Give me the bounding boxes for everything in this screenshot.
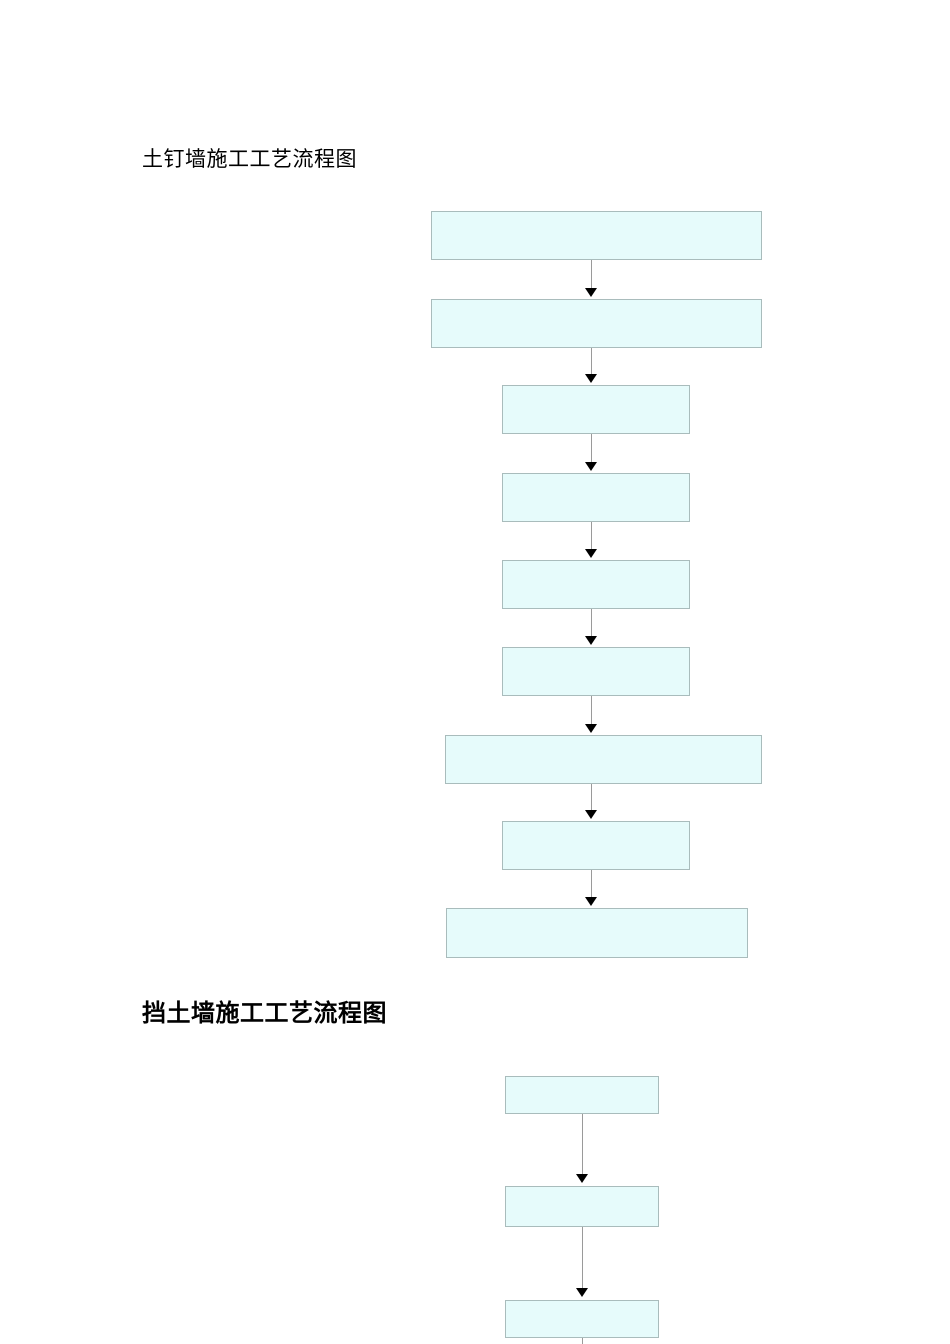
flow-node[interactable] xyxy=(505,1300,659,1338)
arrow-down-icon xyxy=(585,636,597,645)
arrow-down-icon xyxy=(585,462,597,471)
arrow-down-icon xyxy=(576,1288,588,1297)
flow-connector xyxy=(591,260,592,290)
flow-node[interactable] xyxy=(502,821,690,870)
flow-node[interactable] xyxy=(502,647,690,696)
arrow-down-icon xyxy=(585,810,597,819)
page-title-retaining-wall: 挡土墙施工工艺流程图 xyxy=(142,999,387,1027)
flow-connector xyxy=(582,1227,583,1289)
flow-node[interactable] xyxy=(431,211,762,260)
flow-connector xyxy=(582,1114,583,1176)
flow-connector xyxy=(591,434,592,464)
flow-connector xyxy=(591,522,592,551)
flow-node[interactable] xyxy=(502,473,690,522)
arrow-down-icon xyxy=(576,1174,588,1183)
flow-node[interactable] xyxy=(502,560,690,609)
flow-node[interactable] xyxy=(446,908,748,958)
flow-node[interactable] xyxy=(502,385,690,434)
flow-connector xyxy=(582,1338,583,1344)
flow-connector xyxy=(591,870,592,899)
flow-connector xyxy=(591,784,592,812)
flow-node[interactable] xyxy=(505,1186,659,1227)
flow-node[interactable] xyxy=(505,1076,659,1114)
flow-connector xyxy=(591,609,592,638)
arrow-down-icon xyxy=(585,374,597,383)
arrow-down-icon xyxy=(585,549,597,558)
flow-node[interactable] xyxy=(431,299,762,348)
arrow-down-icon xyxy=(585,288,597,297)
flow-connector xyxy=(591,696,592,726)
page-title-soil-nail-wall: 土钉墙施工工艺流程图 xyxy=(142,147,357,171)
flow-connector xyxy=(591,348,592,376)
flow-node[interactable] xyxy=(445,735,762,784)
arrow-down-icon xyxy=(585,897,597,906)
arrow-down-icon xyxy=(585,724,597,733)
